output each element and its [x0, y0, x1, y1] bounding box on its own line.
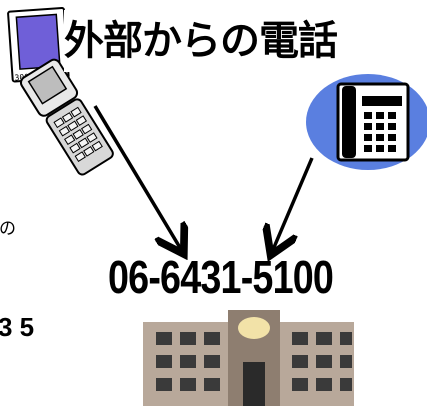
building-icon — [143, 310, 354, 406]
page-title: 外部からの電話 — [64, 10, 404, 72]
left-text-fragment: の — [0, 219, 16, 239]
phone-number: 06-6431-5100 — [108, 251, 334, 303]
left-number-fragment: 3 5 — [0, 312, 35, 342]
svg-text:300: 300 — [14, 73, 29, 83]
handset-icon — [19, 58, 114, 176]
arrow-from-office-phone — [272, 157, 314, 252]
office-phone-icon — [306, 74, 427, 170]
arrow-from-mobile — [93, 105, 182, 251]
mobile-phone-icon: 300 — [7, 7, 70, 83]
